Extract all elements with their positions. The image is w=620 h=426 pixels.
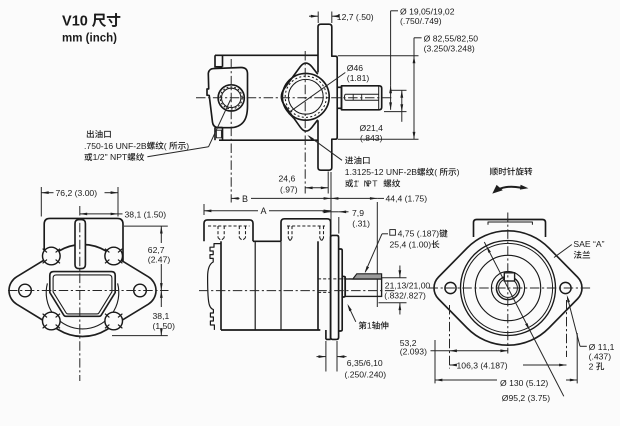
svg-text:1" NPT: 1" NPT [353,179,378,189]
svg-text:76,2 (3.00): 76,2 (3.00) [56,188,98,198]
svg-text:1/2" NPT: 1/2" NPT [93,152,128,162]
svg-text:1: 1 [367,321,372,331]
svg-text:(2.47): (2.47) [148,255,171,265]
svg-text:Ø 11,1: Ø 11,1 [589,342,615,352]
svg-text:106,3 (4.187): 106,3 (4.187) [457,360,508,370]
svg-text:Ø 82,55/82,50: Ø 82,55/82,50 [424,33,479,43]
svg-text:(.843): (.843) [360,133,383,143]
svg-text:25,4 (1.00): 25,4 (1.00) [390,240,432,250]
svg-text:38,1 (1.50): 38,1 (1.50) [125,209,167,219]
svg-text:): ) [186,141,189,151]
svg-text:(1.81): (1.81) [347,73,370,83]
svg-text:(: ( [434,167,437,177]
svg-text:21,13/21,00: 21,13/21,00 [385,281,431,291]
svg-text:A: A [261,206,267,216]
svg-text:44,4 (1.75): 44,4 (1.75) [386,194,428,204]
svg-text:SAE “A”: SAE “A” [573,239,604,249]
svg-text:(.31): (.31) [352,218,370,228]
svg-text:Ø95,2 (3.75): Ø95,2 (3.75) [502,393,550,403]
svg-text:.750-16 UNF-2B: .750-16 UNF-2B [84,141,147,151]
svg-text:6,35/6,10: 6,35/6,10 [347,358,383,368]
svg-text:62,7: 62,7 [148,245,165,255]
svg-text:V10: V10 [62,14,88,30]
svg-text:mm (inch): mm (inch) [62,33,117,45]
svg-text:12,7 (.50): 12,7 (.50) [337,12,374,22]
svg-text:Ø46: Ø46 [347,63,364,73]
svg-text:Ø 19,05/19,02: Ø 19,05/19,02 [400,6,455,16]
svg-text:(1.50): (1.50) [153,321,176,331]
svg-text:B: B [242,194,248,204]
svg-text:53,2: 53,2 [400,338,417,348]
svg-text:24,6: 24,6 [279,173,296,183]
svg-text:38,1: 38,1 [153,311,170,321]
svg-text:1.3125-12 UNF-2B: 1.3125-12 UNF-2B [345,167,417,177]
svg-text:(.832/.827): (.832/.827) [384,290,426,300]
svg-text:Ø 130 (5.12): Ø 130 (5.12) [500,378,548,388]
svg-text:(.750/.749): (.750/.749) [400,16,442,26]
svg-text:(.250/.240): (.250/.240) [345,370,387,380]
svg-text:(.97): (.97) [280,184,298,194]
svg-text:(: ( [164,141,167,151]
svg-text:2: 2 [589,361,594,371]
svg-text:7,9: 7,9 [352,208,364,218]
svg-text:4,75 (.187): 4,75 (.187) [398,229,440,239]
svg-text:Ø21,4: Ø21,4 [360,123,384,133]
svg-text:(2.093): (2.093) [400,346,427,356]
svg-text:): ) [457,167,460,177]
svg-text:(.437): (.437) [589,352,612,362]
svg-text:(3.250/3.248): (3.250/3.248) [424,44,475,54]
